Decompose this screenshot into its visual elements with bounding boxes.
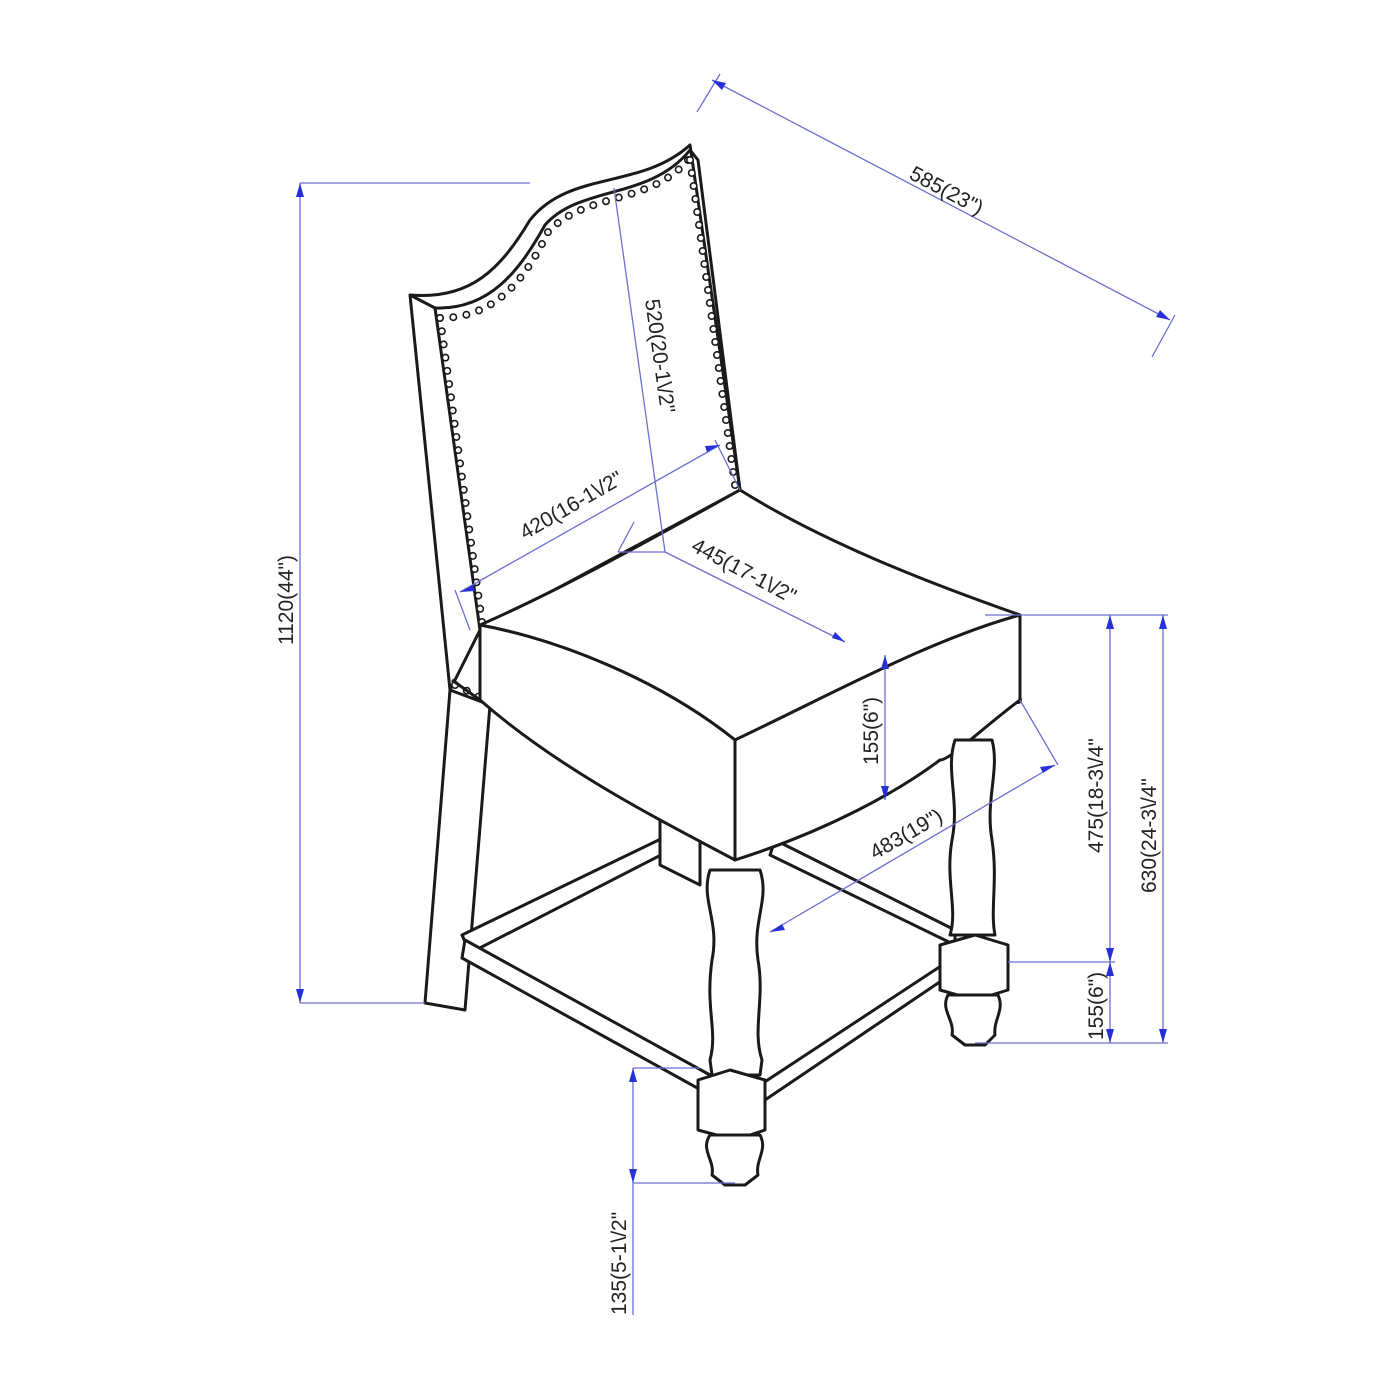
nailhead bbox=[452, 432, 461, 441]
nailhead bbox=[537, 240, 546, 249]
nailhead bbox=[470, 565, 479, 574]
front-legs bbox=[696, 738, 1010, 1187]
nailhead bbox=[467, 538, 476, 547]
nailhead bbox=[437, 327, 446, 336]
nailhead bbox=[474, 591, 483, 600]
nailhead bbox=[449, 313, 458, 322]
label-overall-height: 1120(44") bbox=[275, 555, 298, 645]
nailhead bbox=[703, 285, 712, 294]
nailhead bbox=[462, 310, 471, 319]
nailhead bbox=[463, 512, 472, 521]
nailhead bbox=[707, 311, 716, 320]
nailhead bbox=[614, 193, 623, 202]
nailhead bbox=[446, 393, 455, 402]
label-seat-width: 483(19") bbox=[866, 804, 947, 864]
nailhead bbox=[702, 272, 711, 281]
nailhead bbox=[435, 313, 444, 322]
label-seat-thickness: 155(6") bbox=[860, 697, 883, 765]
nailhead bbox=[693, 208, 702, 217]
nailhead bbox=[553, 219, 562, 228]
nailhead bbox=[691, 195, 700, 204]
label-foot-height: 135(5-1\/2" bbox=[608, 1212, 631, 1315]
nailhead bbox=[524, 262, 533, 271]
nailhead bbox=[687, 169, 696, 178]
nailhead bbox=[714, 363, 723, 372]
nailhead bbox=[712, 350, 721, 359]
nailhead bbox=[725, 441, 734, 450]
nailhead bbox=[689, 182, 698, 191]
nailhead bbox=[576, 205, 585, 214]
dimension-arrows bbox=[296, 80, 1170, 1183]
nailhead bbox=[474, 306, 483, 315]
nailhead bbox=[685, 156, 694, 165]
nailhead bbox=[448, 406, 457, 415]
nailhead bbox=[640, 185, 649, 194]
nailhead bbox=[698, 247, 707, 256]
nailhead bbox=[723, 428, 732, 437]
nailhead bbox=[664, 173, 673, 182]
label-stretcher-to-seat: 475(18-3\/4" bbox=[1085, 738, 1108, 853]
nailhead bbox=[441, 353, 450, 362]
nailhead bbox=[720, 402, 729, 411]
nailhead bbox=[457, 472, 466, 481]
nailhead bbox=[564, 211, 573, 220]
nailhead bbox=[721, 415, 730, 424]
nailhead bbox=[516, 273, 525, 282]
nailhead bbox=[459, 485, 468, 494]
nailhead bbox=[700, 259, 709, 268]
nailhead bbox=[652, 180, 661, 189]
nailhead bbox=[454, 446, 463, 455]
label-stretcher-height: 155(6") bbox=[1085, 972, 1108, 1040]
nailhead bbox=[696, 234, 705, 243]
nailhead bbox=[456, 459, 465, 468]
nailhead bbox=[439, 340, 448, 349]
nailhead bbox=[727, 454, 736, 463]
nailhead bbox=[716, 376, 725, 385]
nailhead bbox=[445, 380, 454, 389]
nailhead bbox=[711, 337, 720, 346]
nailhead bbox=[461, 499, 470, 508]
nailhead bbox=[694, 221, 703, 230]
nailhead bbox=[718, 389, 727, 398]
nailhead bbox=[705, 298, 714, 307]
label-overall-depth: 585(23") bbox=[906, 162, 987, 220]
nailhead bbox=[627, 189, 636, 198]
nailhead bbox=[443, 366, 452, 375]
nailhead bbox=[497, 292, 506, 301]
nailhead bbox=[476, 604, 485, 613]
nailhead bbox=[450, 419, 459, 428]
nailhead bbox=[589, 201, 598, 210]
nailhead bbox=[543, 228, 552, 237]
nailhead bbox=[468, 551, 477, 560]
nailhead bbox=[465, 525, 474, 534]
chair-back bbox=[408, 143, 742, 692]
nailhead bbox=[709, 324, 718, 333]
nailhead bbox=[486, 300, 495, 309]
label-seat-height: 630(24-3\/4" bbox=[1138, 778, 1161, 893]
chair-frame bbox=[423, 688, 957, 1102]
nailhead bbox=[507, 283, 516, 292]
nailhead bbox=[602, 197, 611, 206]
nailhead bbox=[674, 165, 683, 174]
nailhead bbox=[531, 251, 540, 260]
